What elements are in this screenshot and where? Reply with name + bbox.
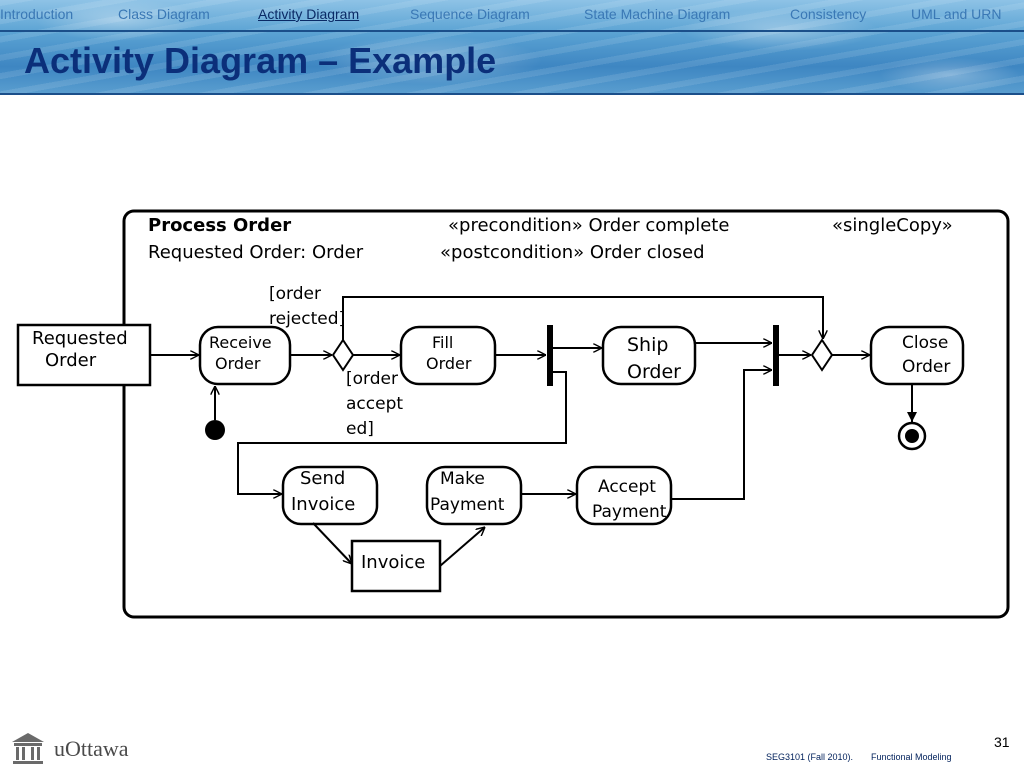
nav-item-consistency[interactable]: Consistency — [790, 6, 867, 22]
building-icon — [12, 733, 44, 764]
guard-accepted-2: accept — [346, 394, 403, 414]
requested-order-label-2: Order — [45, 350, 97, 371]
ship-order-label-2: Order — [627, 361, 681, 383]
activity-frame — [122, 209, 1010, 619]
activity-name: Process Order — [148, 215, 291, 236]
flow-accept-to-join — [671, 370, 772, 500]
send-invoice-label-1: Send — [300, 468, 345, 489]
invoice-object — [350, 539, 442, 593]
activity-parameter: Requested Order: Order — [148, 242, 364, 263]
logo-text: uOttawa — [54, 736, 129, 761]
single-copy-label: «singleCopy» — [832, 215, 953, 236]
decision-node — [331, 338, 355, 372]
ship-order-action — [601, 325, 697, 386]
accept-payment-label-2: Payment — [592, 502, 667, 522]
flow-fork-to-send-invoice — [237, 371, 567, 494]
guard-accepted-1: [order — [346, 369, 398, 389]
make-payment-label-2: Payment — [430, 495, 505, 515]
send-invoice-label-2: Invoice — [291, 494, 355, 515]
initial-node — [205, 420, 225, 440]
precondition-label: «precondition» Order complete — [448, 215, 729, 236]
flow-invoice-to-make-payment — [439, 527, 485, 567]
section-nav: Introduction Class Diagram Activity Diag… — [0, 6, 1024, 28]
nav-item-sequence-diagram[interactable]: Sequence Diagram — [410, 6, 530, 22]
final-node-inner — [905, 429, 919, 443]
footer-topic: Functional Modeling — [871, 752, 952, 762]
nav-item-class-diagram[interactable]: Class Diagram — [118, 6, 210, 22]
page-number: 31 — [994, 734, 1010, 750]
slide-title: Activity Diagram – Example — [24, 40, 497, 81]
flow-rejected-to-merge — [342, 296, 823, 340]
uottawa-logo[interactable]: uOttawa — [10, 730, 150, 766]
requested-order-label-1: Requested — [32, 328, 128, 349]
footer-course: SEG3101 (Fall 2010). — [766, 752, 854, 762]
guard-rejected-1: [order — [269, 284, 321, 304]
nav-item-activity-diagram[interactable]: Activity Diagram — [258, 6, 360, 22]
flow-send-to-invoice — [312, 522, 352, 564]
accept-payment-action — [575, 465, 673, 526]
join-bar — [773, 325, 779, 386]
accept-payment-label-1: Accept — [598, 477, 656, 497]
receive-order-label-1: Receive — [209, 333, 272, 352]
close-order-action — [869, 325, 965, 386]
fork-bar — [547, 325, 553, 386]
make-payment-label-1: Make — [440, 469, 485, 489]
banner-divider-top — [0, 30, 1024, 32]
close-order-label-2: Order — [902, 357, 950, 377]
make-payment-action — [425, 465, 523, 526]
fill-order-label-2: Order — [426, 354, 472, 373]
banner-divider-bottom — [0, 93, 1024, 95]
close-order-label-1: Close — [902, 333, 948, 353]
nav-item-uml-and-urn[interactable]: UML and URN — [911, 6, 1002, 22]
nav-item-introduction[interactable]: Introduction — [0, 6, 74, 22]
send-invoice-action — [281, 465, 379, 526]
postcondition-label: «postcondition» Order closed — [440, 242, 705, 263]
guard-rejected-2: rejected] — [269, 309, 345, 329]
nav-item-state-machine-diagram[interactable]: State Machine Diagram — [584, 6, 731, 22]
invoice-object-label: Invoice — [361, 552, 425, 573]
ship-order-label-1: Ship — [627, 334, 668, 356]
guard-accepted-3: ed] — [346, 419, 374, 439]
merge-node — [810, 338, 834, 372]
receive-order-label-2: Order — [215, 354, 261, 373]
fill-order-label-1: Fill — [432, 333, 453, 352]
header-banner — [0, 0, 1024, 95]
